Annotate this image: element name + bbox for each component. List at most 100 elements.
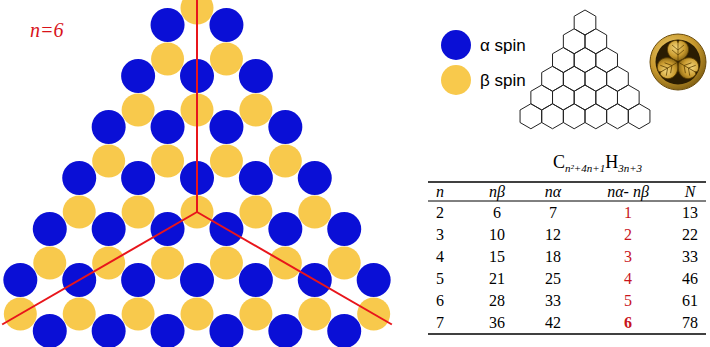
beta-atom (122, 94, 155, 127)
hexagon-ring (596, 85, 618, 110)
alpha-atom (121, 263, 155, 297)
table-rule (428, 333, 706, 335)
alpha-atom (298, 161, 332, 195)
alpha-atom (239, 263, 273, 297)
alpha-atom (268, 314, 302, 347)
beta-atom (151, 247, 184, 280)
hexagon-ring (531, 85, 553, 110)
table-cell: 2 (436, 205, 444, 221)
table-rules (428, 182, 706, 334)
beta-atom (63, 298, 96, 331)
table-cell: 5 (436, 271, 444, 287)
table-cell: 3 (624, 249, 632, 265)
crest-emblem (650, 34, 706, 90)
alpha-atom (3, 263, 37, 297)
alpha-atom (209, 8, 243, 42)
alpha-atom (239, 59, 273, 93)
table-rule (428, 201, 706, 202)
alpha-atom (151, 8, 185, 42)
beta-atom (239, 94, 272, 127)
hexagon-ring (574, 10, 596, 35)
leaf-vein (677, 58, 698, 77)
hexagon-ring (520, 104, 542, 129)
hexagon-ring (585, 104, 607, 129)
table-cell: 18 (545, 249, 561, 265)
beta-atom (181, 298, 214, 331)
alpha-atom (33, 314, 67, 347)
table-cell: 46 (682, 271, 698, 287)
lattice-label: n=6 (30, 20, 64, 40)
formula-part: H (605, 153, 618, 171)
legend-swatch (441, 65, 471, 95)
alpha-atom (92, 212, 126, 246)
beta-atom (122, 298, 155, 331)
alpha-atom (327, 212, 361, 246)
beta-atom (210, 145, 243, 178)
table-cell: 4 (624, 271, 632, 287)
alpha-atom (121, 161, 155, 195)
hexagon-ring (563, 29, 585, 54)
table-cell: 78 (682, 315, 698, 331)
beta-atom (298, 298, 331, 331)
table-cell: 6 (624, 315, 632, 331)
hexagon-ring (574, 48, 596, 73)
formula: Cn²+4n+1H3n+3 (553, 153, 642, 171)
alpha-atom (357, 263, 391, 297)
hexagon-ring (563, 104, 585, 129)
alpha-atom (33, 212, 67, 246)
beta-atom (210, 247, 243, 280)
formula-part: n²+4n+1 (565, 163, 605, 174)
table-cell: 6 (493, 205, 501, 221)
alpha-atom (92, 110, 126, 144)
alpha-atom (151, 110, 185, 144)
symmetry-axis (197, 212, 392, 325)
formula-part: 3n+3 (618, 163, 642, 174)
table-cell: 33 (545, 293, 561, 309)
symmetry-axes (2, 0, 392, 325)
symmetry-axis (196, 0, 198, 212)
table-cell: 15 (489, 249, 505, 265)
alpha-atom (268, 212, 302, 246)
table-header: N (685, 184, 696, 200)
alpha-atom (92, 314, 126, 347)
table-cell: 28 (489, 293, 505, 309)
leaf-vein (672, 43, 684, 60)
leaf-vein (659, 58, 680, 77)
beta-atom (33, 247, 66, 280)
hexagon-ring (563, 66, 585, 91)
alpha-atom (62, 161, 96, 195)
alpha-atom (209, 110, 243, 144)
spin-lattice (3, 0, 390, 347)
table-cell: 10 (489, 227, 505, 243)
hexagon-ring (553, 85, 575, 110)
beta-atom (210, 43, 243, 76)
hexagon-ring (553, 48, 575, 73)
table-cell: 2 (624, 227, 632, 243)
hexagon-ring (542, 66, 564, 91)
hexagon-ring (596, 48, 618, 73)
alpha-atom (327, 314, 361, 347)
beta-atom (63, 196, 96, 229)
hexagon-ring (574, 85, 596, 110)
beta-atom (298, 196, 331, 229)
hexagon-ring (585, 29, 607, 54)
beta-atom (151, 43, 184, 76)
table-cell: 7 (549, 205, 557, 221)
table-header: nα- nβ (607, 184, 649, 200)
legend-swatch (441, 30, 471, 60)
hexagon-ring (628, 104, 650, 129)
formula-part: C (553, 153, 565, 171)
hexagon-ring (617, 85, 639, 110)
table-cell: 1 (624, 205, 632, 221)
table-cell: 13 (682, 205, 698, 221)
beta-atom (239, 196, 272, 229)
table-cell: 22 (682, 227, 698, 243)
legend-text: α spin (480, 37, 526, 54)
alpha-atom (121, 59, 155, 93)
symmetry-axis (2, 212, 197, 325)
table-cell: 12 (545, 227, 561, 243)
table-cell: 4 (436, 249, 444, 265)
alpha-atom (209, 314, 243, 347)
table-cell: 3 (436, 227, 444, 243)
table-cell: 6 (436, 293, 444, 309)
